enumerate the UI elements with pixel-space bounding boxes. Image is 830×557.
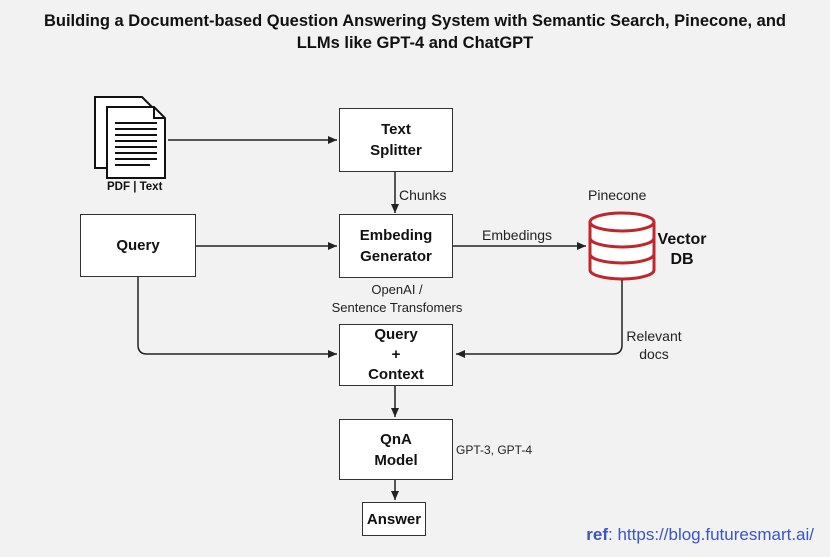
qna-model-node: QnA Model bbox=[339, 419, 453, 480]
chunks-label: Chunks bbox=[399, 187, 447, 203]
title-line-1: Building a Document-based Question Answe… bbox=[43, 12, 787, 30]
embedding-generator-node: Embeding Generator bbox=[339, 214, 453, 278]
qna-models-annotation: GPT-3, GPT-4 bbox=[456, 443, 533, 457]
title-line-2: LLMs like GPT-4 and ChatGPT bbox=[296, 34, 534, 52]
query-node-label: Query bbox=[116, 237, 160, 254]
qna-model-line-2: Model bbox=[374, 451, 418, 469]
query-context-line-3: Context bbox=[368, 366, 424, 383]
pinecone-label: Pinecone bbox=[588, 187, 647, 203]
reference-url: : https://blog.futuresmart.ai/ bbox=[608, 525, 814, 544]
embedings-label: Embedings bbox=[482, 227, 553, 243]
vector-db-cylinder-icon bbox=[588, 211, 656, 281]
edge-query-to-context bbox=[137, 277, 337, 358]
embedding-models-line-1: OpenAI / bbox=[371, 282, 423, 297]
embedding-models-line-2: Sentence Transfomers bbox=[331, 300, 463, 315]
text-splitter-line-2: Splitter bbox=[370, 142, 422, 159]
relevant-docs-label: Relevant docs bbox=[623, 327, 685, 363]
query-context-node: Query + Context bbox=[339, 324, 453, 386]
embedding-generator-line-2: Generator bbox=[360, 248, 432, 265]
query-node: Query bbox=[80, 214, 196, 277]
query-context-line-1: Query bbox=[374, 326, 418, 343]
query-context-line-2: + bbox=[391, 346, 401, 363]
documents-icon bbox=[94, 96, 166, 179]
answer-node: Answer bbox=[362, 502, 426, 536]
vector-db-line-1: Vector bbox=[657, 231, 707, 248]
vector-db-label: Vector DB bbox=[656, 230, 708, 270]
reference-prefix: ref bbox=[586, 525, 609, 544]
relevant-docs-line-2: docs bbox=[639, 346, 669, 362]
embedding-models-annotation: OpenAI / Sentence Transfomers bbox=[326, 281, 468, 317]
answer-label: Answer bbox=[366, 510, 422, 528]
vector-db-line-2: DB bbox=[670, 251, 694, 268]
text-splitter-line-1: Text bbox=[381, 121, 411, 138]
diagram-title: Building a Document-based Question Answe… bbox=[0, 10, 830, 54]
relevant-docs-line-1: Relevant bbox=[626, 328, 682, 344]
qna-model-line-1: QnA bbox=[380, 430, 412, 448]
reference-link[interactable]: ref: https://blog.futuresmart.ai/ bbox=[586, 525, 814, 545]
documents-label: PDF | Text bbox=[107, 181, 163, 193]
edge-db-to-context bbox=[456, 280, 623, 358]
embedding-generator-line-1: Embeding bbox=[359, 227, 433, 244]
text-splitter-node: Text Splitter bbox=[339, 108, 453, 172]
